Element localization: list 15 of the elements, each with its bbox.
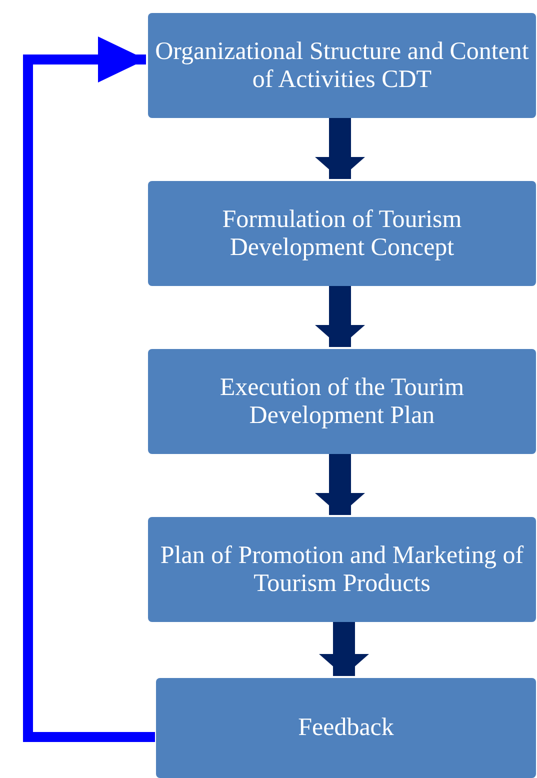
arrow: [319, 622, 369, 676]
arrow: [315, 454, 365, 515]
arrow: [315, 286, 365, 347]
process-box: [148, 13, 536, 118]
process-box: [148, 181, 536, 286]
box-label: Feedback: [298, 714, 394, 742]
process-box: [156, 678, 536, 778]
process-box: [148, 349, 536, 454]
arrow: [315, 118, 365, 179]
process-box: [148, 517, 536, 622]
arrow: [23, 36, 155, 742]
box-label: Formulation of Tourism Development Concept: [221, 206, 463, 261]
box-label: Execution of the Tourim Development Plan: [218, 374, 466, 429]
box-label: Organizational Structure and Content of Activities CDT: [154, 38, 530, 93]
box-label: Plan of Promotion and Marketing of Tourism Products: [159, 542, 525, 597]
